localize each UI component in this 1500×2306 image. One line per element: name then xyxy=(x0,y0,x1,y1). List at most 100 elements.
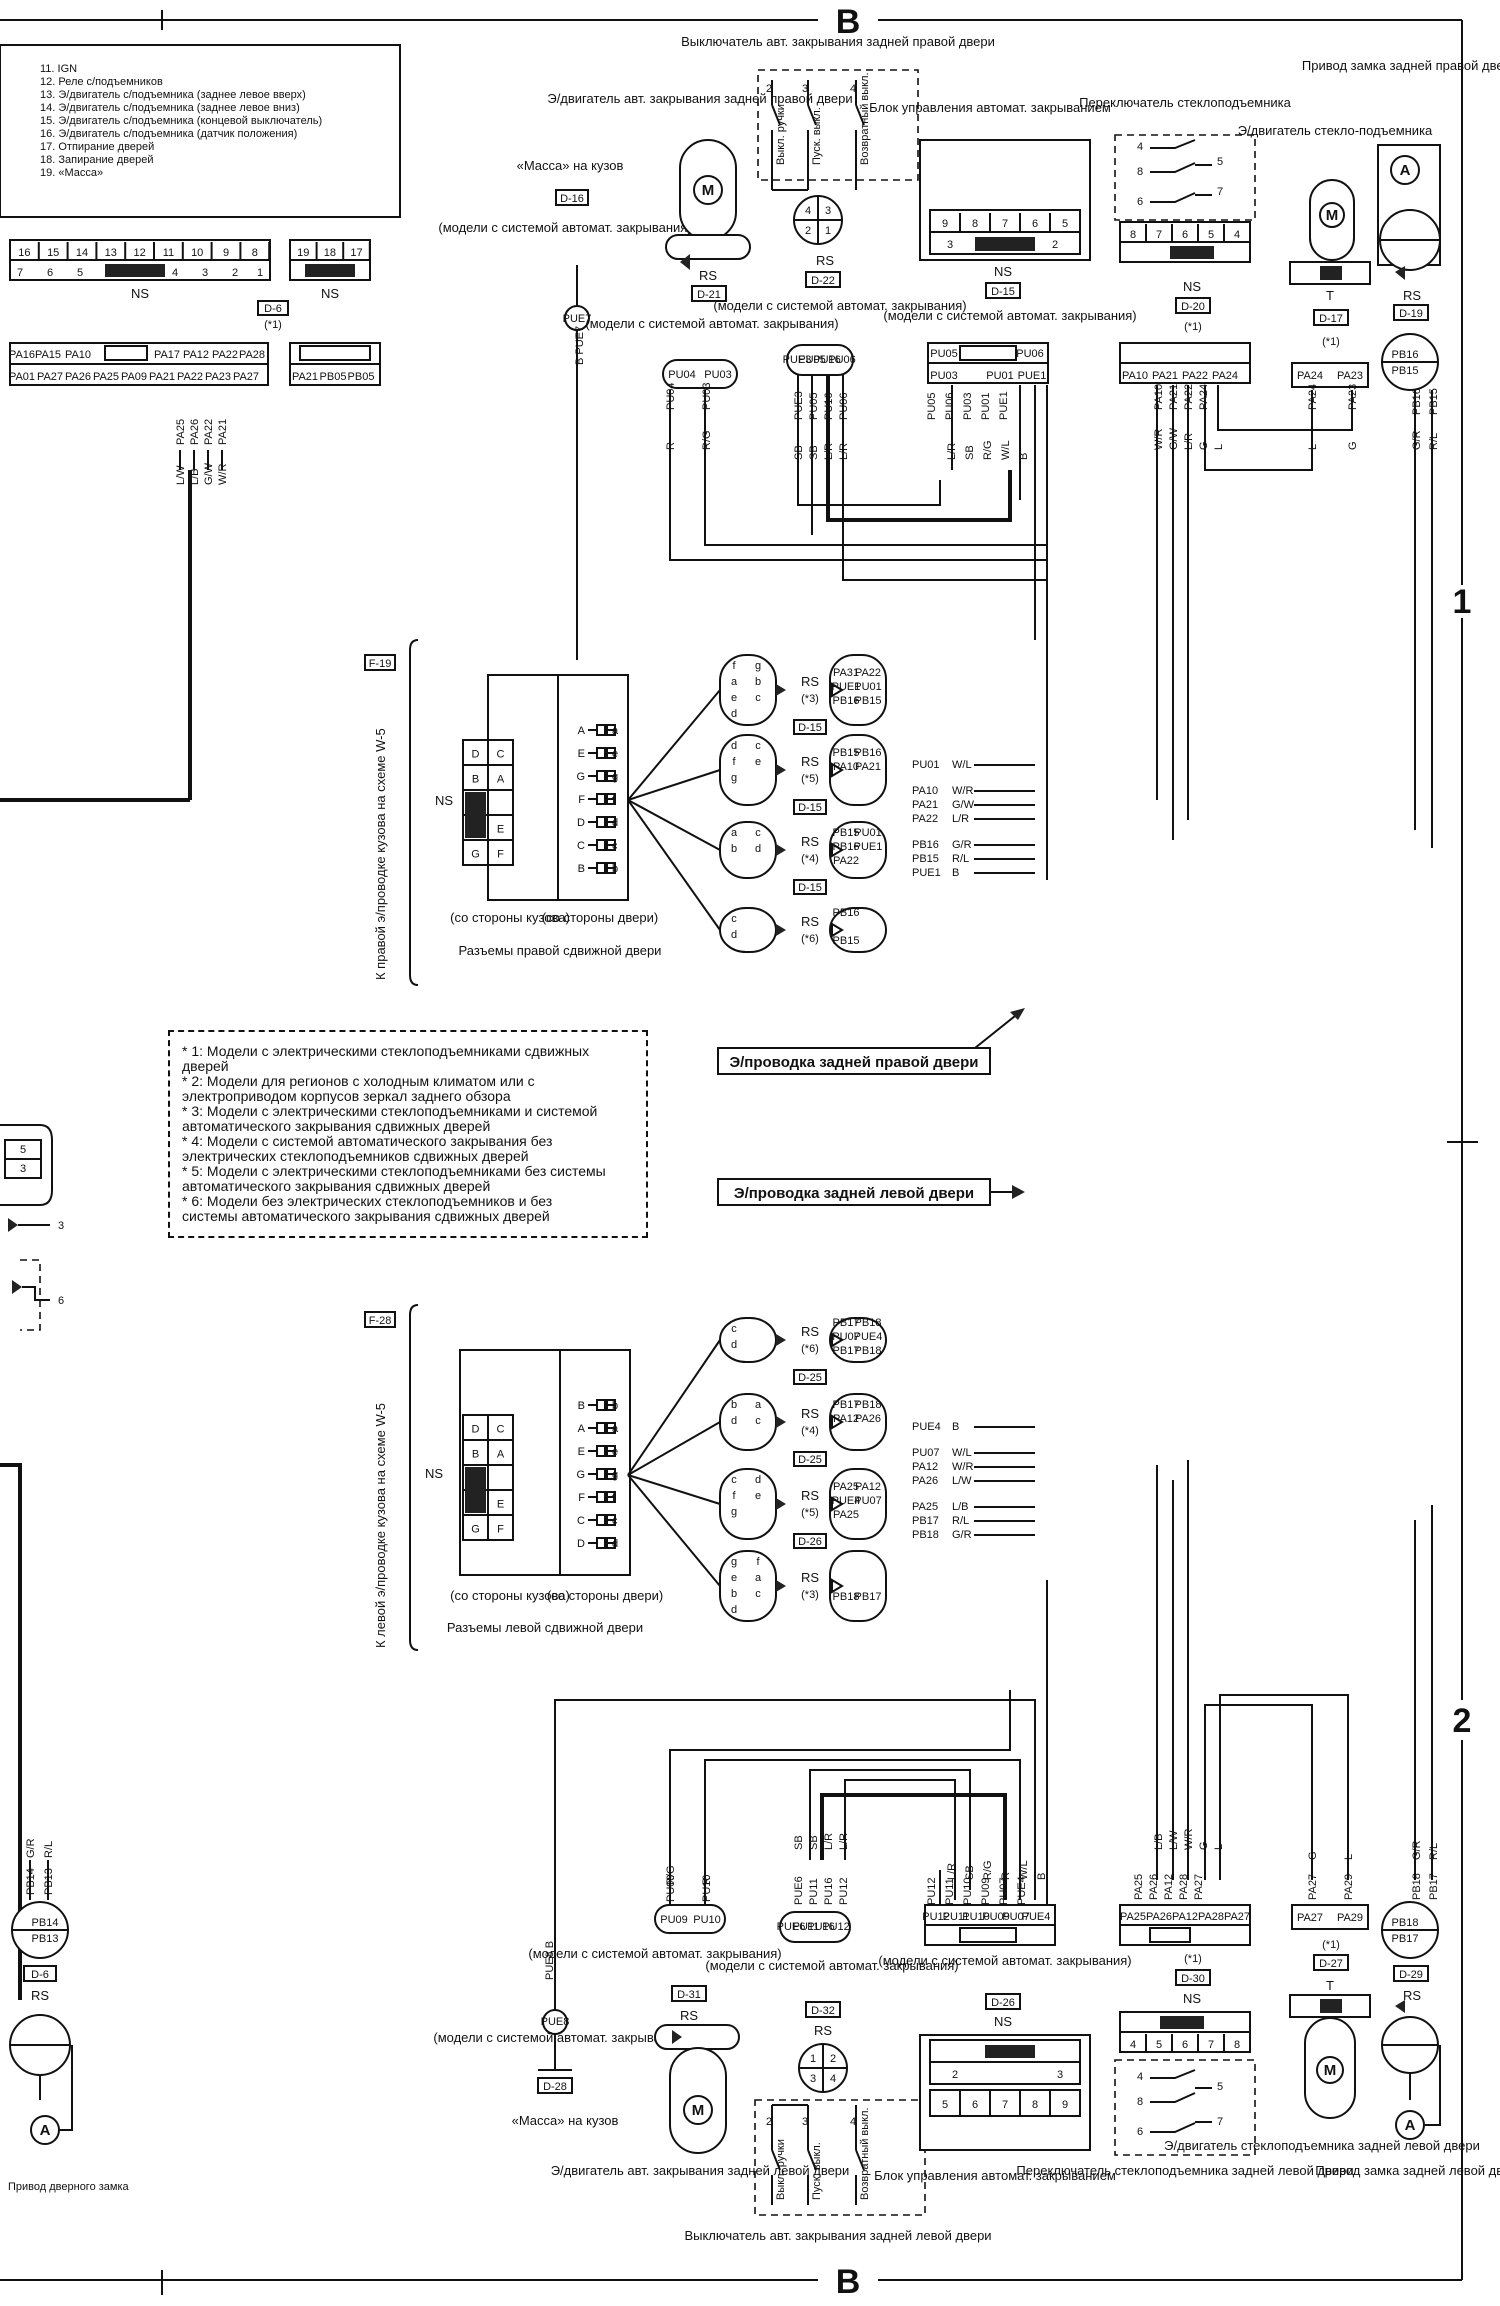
ws-title: Переключатель стеклоподъемника задней ле… xyxy=(1016,2163,1353,2178)
connector-d16: D-16 xyxy=(560,193,584,205)
legend-item-18: 18. Запирание дверей xyxy=(40,154,153,166)
connector-pin: b xyxy=(755,676,761,688)
pin-code: PA26 xyxy=(855,1413,881,1425)
wire-code: PUE1 xyxy=(912,867,941,879)
pa-code: PA25 xyxy=(1120,1911,1146,1923)
ref-f19: F-19 xyxy=(369,658,392,670)
connector-pin: 5 xyxy=(1062,218,1068,230)
wire-color: L/W xyxy=(952,1475,972,1487)
pin: 6 xyxy=(58,1295,64,1307)
connector-pin: g xyxy=(731,1506,737,1518)
note-line: * 2: Модели для регионов с холодным клим… xyxy=(182,1073,535,1089)
ns-label: NS xyxy=(435,793,453,808)
svg-text:A: A xyxy=(40,2122,51,2139)
connector-d30: D-30 xyxy=(1181,1973,1205,1985)
pin: 2 xyxy=(766,2116,772,2128)
pin-code: PB16 xyxy=(855,747,882,759)
left-sliding-door-connectors: F-28 К левой э/проводке кузова на схеме … xyxy=(364,1304,1035,1651)
caption: Разъемы правой сдвижной двери xyxy=(459,943,662,958)
connector-pin: 3 xyxy=(947,239,953,251)
wire-color: G/R xyxy=(952,839,972,851)
wire-color: PU03 xyxy=(962,392,974,420)
wire-color: PU06 xyxy=(944,392,956,420)
wire-color: R/L xyxy=(952,1515,969,1527)
pue7: PUE7 xyxy=(563,313,592,325)
note-line: * 5: Модели с электрическими стеклоподъе… xyxy=(182,1163,606,1179)
pin: 3 xyxy=(802,2116,808,2128)
tag-left-door: Э/проводка задней левой двери xyxy=(734,1185,974,1202)
ground-title: «Масса» на кузов xyxy=(512,2113,619,2128)
pin-code: PA25 xyxy=(833,1509,859,1521)
connector-d17: D-17 xyxy=(1319,313,1343,325)
closure-motor-right: Э/двигатель авт. закрывания задней право… xyxy=(547,91,853,389)
pin-left: D xyxy=(577,817,585,829)
wire-color: PU01 xyxy=(980,392,992,420)
wire-code: PUE4 xyxy=(912,1421,941,1433)
pin-right: b xyxy=(612,1400,618,1412)
connector-d21: D-21 xyxy=(697,289,721,301)
pin-code: PU07 xyxy=(832,1331,860,1343)
grid-pin: G xyxy=(471,849,480,861)
pa-code: PB05 xyxy=(320,371,347,383)
note-line: системы автоматического закрывания сдвиж… xyxy=(182,1208,550,1224)
pin: 7 xyxy=(1217,186,1223,198)
lock-actuator-right: Привод замка задней правой двери A RS D-… xyxy=(1302,58,1500,391)
wm-title: Э/двигатель стеклоподъемника задней лево… xyxy=(1164,2138,1480,2153)
wire-color: G xyxy=(1347,441,1359,450)
wire-color: B xyxy=(1036,1873,1048,1880)
pa-code: PA26 xyxy=(1146,1911,1172,1923)
pin-right: g xyxy=(612,1469,618,1481)
pin-code: PB18 xyxy=(855,1345,882,1357)
connector-pin: 16 xyxy=(18,247,30,259)
wire-color: L/R xyxy=(946,1863,958,1880)
pa-code: PA25 xyxy=(175,419,187,445)
switch-title: Выключатель авт. закрывания задней право… xyxy=(681,34,995,49)
wire-color: PU05 xyxy=(926,392,938,420)
svg-text:A: A xyxy=(1405,2117,1416,2134)
mark: (*6) xyxy=(801,933,819,945)
wire-color: G/R xyxy=(25,1838,37,1858)
note-line: * 4: Модели с системой автоматического з… xyxy=(182,1133,553,1149)
connector-pin: c xyxy=(755,1415,761,1427)
pin-code: PUE1 xyxy=(854,841,883,853)
wire-color: PA29 xyxy=(1343,1874,1355,1900)
closure-switch-right: Выключатель авт. закрывания задней право… xyxy=(681,34,995,376)
connector-pin: a xyxy=(755,1399,762,1411)
pin-right: e xyxy=(612,1446,618,1458)
pa-code: PA24 xyxy=(1212,370,1238,382)
switch-position: Выкл. ручки xyxy=(775,104,787,165)
wire-color: PU11 xyxy=(944,1878,956,1905)
pu-code: PU10 xyxy=(693,1914,721,1926)
wire-color: R/G xyxy=(982,1860,994,1880)
caption: Разъемы левой сдвижной двери xyxy=(447,1620,643,1635)
pin-right: e xyxy=(612,748,618,760)
pin-code: PUE4 xyxy=(832,1495,861,1507)
connector-box: D-25 xyxy=(798,1372,822,1384)
wire-color: PU16 xyxy=(823,1877,835,1905)
wire-color: B xyxy=(1018,453,1030,460)
pb-code: PB15 xyxy=(1392,365,1419,377)
t-label: T xyxy=(1326,288,1334,303)
connector-pin: 8 xyxy=(1130,229,1136,241)
connector-pin: 9 xyxy=(1062,2099,1068,2111)
pin-code: PA25 xyxy=(833,1481,859,1493)
pa-code: PA26 xyxy=(65,371,91,383)
grid-pin: A xyxy=(497,1449,505,1461)
pu-code: PU12 xyxy=(922,1911,950,1923)
pin-right: c xyxy=(612,840,618,852)
connector-d29: D-29 xyxy=(1399,1969,1423,1981)
svg-text:M: M xyxy=(1324,2062,1337,2079)
connector-pin: f xyxy=(732,1490,736,1502)
switch-position: Пуск. выкл. xyxy=(811,2142,823,2200)
grid-pin: B xyxy=(472,1449,479,1461)
wire-color: SB xyxy=(808,1835,820,1850)
pin-code: PB18 xyxy=(855,1399,882,1411)
connector-pin: 8 xyxy=(972,218,978,230)
wire-color: PU07 xyxy=(998,1877,1010,1905)
pin-code: PA22 xyxy=(833,855,859,867)
pin-left: A xyxy=(578,725,586,737)
wire-color: PA27 xyxy=(1307,1874,1319,1900)
connector-d26: D-26 xyxy=(991,1997,1015,2009)
